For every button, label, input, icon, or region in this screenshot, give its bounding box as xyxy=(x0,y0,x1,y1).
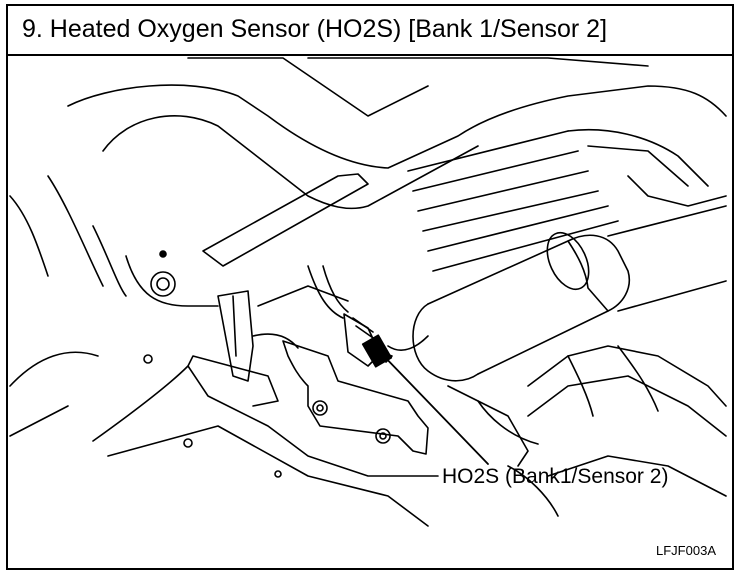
figure-frame: 9. Heated Oxygen Sensor (HO2S) [Bank 1/S… xyxy=(6,4,734,570)
floor-tunnel-panel xyxy=(9,57,727,307)
figure-code: LFJF003A xyxy=(656,543,716,558)
lower-body-panels xyxy=(9,285,439,527)
callout-label: HO2S (Bank1/Sensor 2) xyxy=(442,465,669,488)
heat-shield-ribs xyxy=(407,128,709,272)
right-chassis xyxy=(447,175,727,517)
callout-leader xyxy=(379,351,489,465)
oxygen-sensor xyxy=(307,265,429,368)
exhaust-pipe xyxy=(412,205,727,382)
sensor-bracket xyxy=(282,340,429,455)
exhaust-illustration xyxy=(9,57,727,527)
page-title: 9. Heated Oxygen Sensor (HO2S) [Bank 1/S… xyxy=(22,15,608,43)
title-bar: 9. Heated Oxygen Sensor (HO2S) [Bank 1/S… xyxy=(8,6,732,56)
upper-bolt xyxy=(150,250,176,297)
